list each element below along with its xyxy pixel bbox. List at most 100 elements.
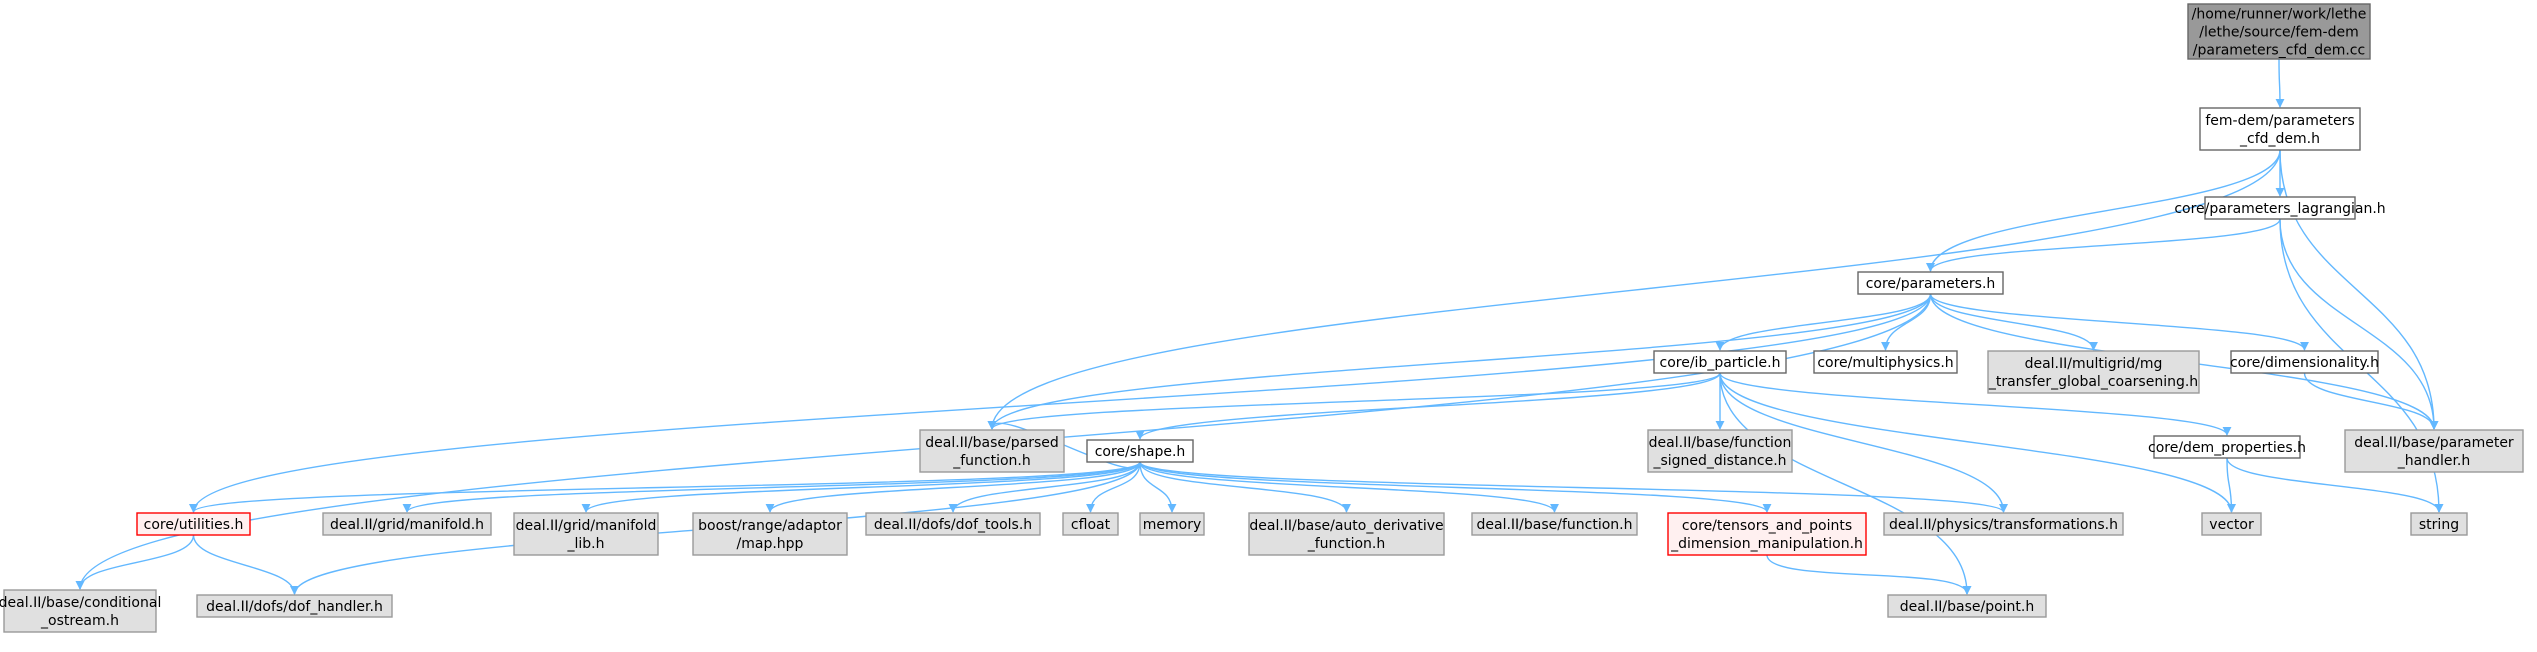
edge-shape-to-utilities [189,461,1141,513]
node-function_sd: deal.II/base/function_signed_distance.h [1647,429,1793,473]
node-box [2201,512,2262,536]
node-label: core/shape.h [1095,444,1186,460]
node-label: core/tensors_and_points [1682,518,1852,534]
node-label: _function.h [1307,536,1386,552]
node-box [919,429,1065,473]
node-label: boost/range/adaptor [698,518,842,534]
node-label: _cfd_dem.h [2239,131,2320,147]
node-params_lagrangian[interactable]: core/parameters_lagrangian.h [2174,196,2386,220]
node-label: _transfer_global_coarsening.h [1988,374,2198,390]
node-label: memory [1143,517,1202,533]
node-label: core/dimensionality.h [2230,355,2379,371]
edge-dimensionality-to-param_handler [2303,372,2439,430]
node-fem_dem_params[interactable]: fem-dem/parameters _cfd_dem.h [2199,107,2361,151]
edge-shape-to-cfloat [1086,461,1141,513]
edge-ib_particle-to-parsed_function [987,372,1721,430]
node-box [1471,512,1638,536]
node-box [1883,512,2124,536]
edge-ib_particle-to-shape [1135,372,1721,440]
edge-shape-to-tensors [1139,461,1772,513]
node-box [2230,350,2379,374]
node-conditional_ostream: deal.II/base/conditional _ostream.h [0,589,161,633]
edge-ib_particle-to-point [1719,372,1972,595]
node-label: /parameters_cfd_dem.cc [2193,43,2365,59]
node-label: deal.II/dofs/dof_tools.h [874,517,1032,533]
edge-core_params-to-parsed_function [987,293,1932,430]
edge-shape-to-base_function [1139,461,1559,513]
node-box [1139,512,1205,536]
node-box [1987,350,2200,394]
node-label: core/parameters_lagrangian.h [2174,201,2385,217]
node-parsed_function: deal.II/base/parsed _function.h [919,429,1065,473]
node-utilities[interactable]: core/utilities.h [136,512,251,536]
node-label: deal.II/grid/manifold [516,518,657,534]
node-label: deal.II/dofs/dof_handler.h [206,599,383,615]
node-box [1857,271,2004,295]
node-label: deal.II/base/function.h [1477,517,1633,533]
node-box [1248,512,1445,556]
node-box [136,512,251,536]
node-box [513,512,659,556]
node-label: _signed_distance.h [1652,453,1786,469]
node-label: deal.II/base/conditional [0,595,161,611]
node-label: deal.II/multigrid/mg [2025,356,2163,372]
node-core_params[interactable]: core/parameters.h [1857,271,2004,295]
node-label: _ostream.h [40,613,119,629]
node-label: deal.II/base/auto_derivative [1249,518,1443,534]
edge-params_lagrangian-to-core_params [1926,218,2281,272]
edge-shape-to-grid_manifold [402,461,1141,513]
node-multiphysics[interactable]: core/multiphysics.h [1813,350,1958,374]
edge-shape-to-transformations [1139,461,2008,513]
node-base_function: deal.II/base/function.h [1471,512,1638,536]
node-label: _handler.h [2397,453,2471,469]
edge-core_params-to-utilities [189,293,1932,513]
node-memory: memory [1139,512,1205,536]
edge-shape-to-auto_derivative [1139,461,1351,513]
edge-core_params-to-mg_transfer [1929,293,2098,351]
edge-shape-to-parsed_function [987,420,1141,469]
node-vector: vector [2201,512,2262,536]
node-label: core/multiphysics.h [1817,355,1953,371]
node-box [2344,429,2524,473]
edge-fem_dem_params-to-parsed_function [987,149,2281,430]
node-grid_manifold: deal.II/grid/manifold.h [322,512,492,536]
node-label: deal.II/base/parsed [925,435,1059,451]
node-label: deal.II/physics/transformations.h [1889,517,2118,533]
node-boost_map: boost/range/adaptor/map.hpp [692,512,848,556]
node-dof_tools: deal.II/dofs/dof_tools.h [865,512,1041,536]
node-tensors[interactable]: core/tensors_and_points_dimension_manipu… [1667,512,1867,556]
edge-utilities-to-conditional_ostream [75,534,195,590]
node-dof_handler: deal.II/dofs/dof_handler.h [196,594,393,618]
node-label: core/utilities.h [144,517,244,533]
node-box [865,512,1041,536]
node-shape[interactable]: core/shape.h [1086,439,1194,463]
node-dimensionality[interactable]: core/dimensionality.h [2230,350,2379,374]
node-auto_derivative: deal.II/base/auto_derivative _function.h [1248,512,1445,556]
node-box [2204,196,2356,220]
node-box [1653,350,1787,374]
node-mg_transfer: deal.II/multigrid/mg _transfer_global_coa… [1987,350,2200,394]
edge-root-to-fem_dem_params [2275,58,2285,108]
edge-tensors-to-point [1766,554,1972,595]
node-label: _function.h [952,453,1031,469]
node-box [196,594,393,618]
node-box [2410,512,2468,536]
node-box [1887,594,2047,618]
node-label: core/ib_particle.h [1660,355,1781,371]
node-box [2199,107,2361,151]
node-box [1813,350,1958,374]
node-box [322,512,492,536]
node-ib_particle[interactable]: core/ib_particle.h [1653,350,1787,374]
edge-shape-to-memory [1139,461,1177,513]
node-label: _lib.h [567,536,605,552]
node-root[interactable]: /home/runner/work/lethe/lethe/source/fem… [2187,3,2371,60]
node-layer: /home/runner/work/lethe/lethe/source/fem… [0,3,2524,633]
edge-dem_properties-to-string [2226,457,2444,513]
node-label: core/parameters.h [1866,276,1996,292]
edge-fem_dem_params-to-core_params [1926,149,2281,272]
node-label: fem-dem/parameters [2205,113,2354,129]
node-label: cfloat [1071,517,1111,533]
node-dem_properties[interactable]: core/dem_properties.h [2148,435,2306,459]
edge-core_params-to-dimensionality [1929,293,2309,351]
